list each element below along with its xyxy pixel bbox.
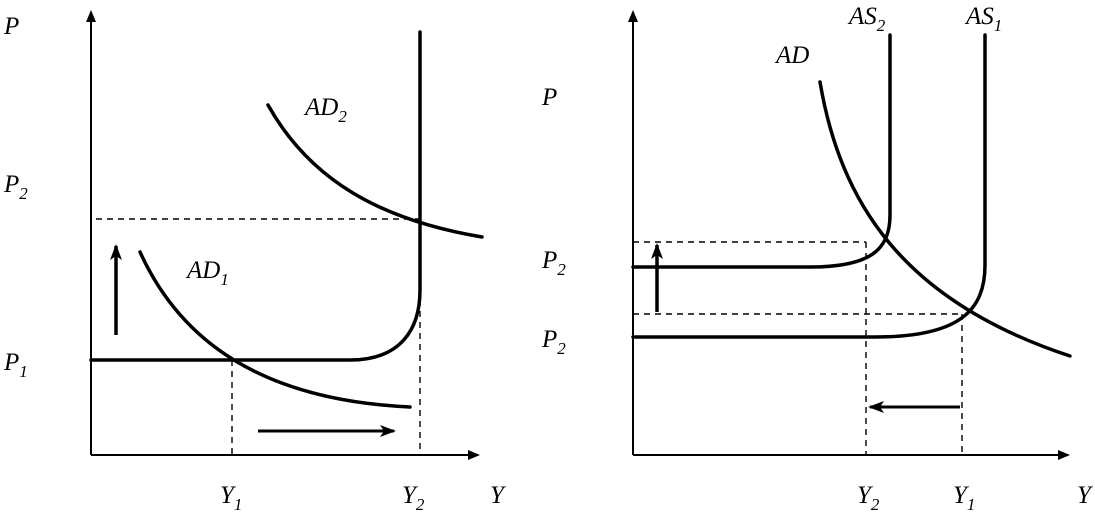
left-p1-label: P1 — [3, 349, 28, 381]
left-y-axis-label: P — [3, 13, 19, 40]
left-ad2-curve — [266, 103, 484, 239]
left-ad2-label: AD2 — [303, 94, 347, 126]
right-panel: P Y AS2 AS1 AD P2 P2 Y2 Y1 — [541, 3, 1094, 513]
left-x-axis-label: Y — [490, 482, 507, 509]
left-as-curve — [89, 30, 422, 362]
left-ad1-curve — [138, 250, 412, 409]
left-panel: P Y P2 P1 Y1 Y2 AD2 AD1 — [3, 10, 507, 513]
right-y-axis-label: P — [541, 84, 557, 111]
right-as1-curve — [631, 33, 987, 339]
right-p2-lower-label: P2 — [541, 326, 566, 358]
left-y1-label: Y1 — [220, 482, 242, 513]
left-y2-label: Y2 — [402, 482, 425, 513]
right-y2-label: Y2 — [857, 482, 880, 513]
left-p2-label: P2 — [3, 171, 28, 203]
left-ad1-label: AD1 — [185, 257, 229, 289]
right-as2-curve — [631, 33, 892, 269]
right-ad-label: AD — [774, 42, 809, 69]
right-x-axis-label: Y — [1077, 482, 1094, 509]
right-y1-label: Y1 — [953, 482, 975, 513]
right-ad-curve — [818, 80, 1072, 358]
right-as2-label: AS2 — [847, 3, 886, 35]
right-p2-upper-label: P2 — [541, 247, 566, 279]
right-as1-label: AS1 — [964, 3, 1002, 35]
